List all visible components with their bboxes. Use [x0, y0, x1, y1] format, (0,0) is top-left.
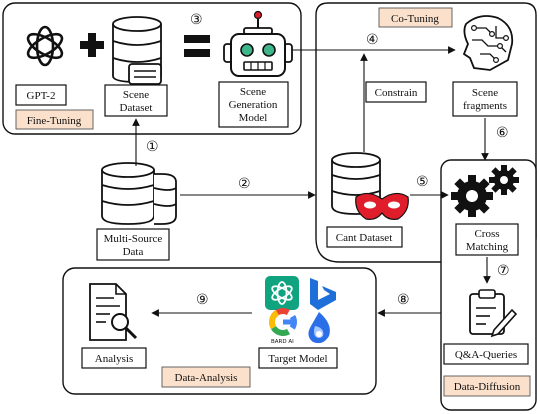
report-search-icon — [89, 283, 138, 341]
clipboard-icon — [469, 289, 518, 338]
scene-generation-model-box — [218, 81, 289, 128]
scene-gen-line2: Generation — [229, 99, 278, 111]
scene-dataset-line2: Dataset — [120, 102, 153, 114]
target-model-box — [258, 347, 338, 369]
chatgpt-icon — [265, 276, 299, 310]
co-tuning-tag — [378, 7, 453, 28]
bing-icon — [310, 278, 336, 310]
multi-source-box — [96, 228, 170, 261]
step-4-label: ④ — [366, 32, 379, 48]
data-analysis-label: Data-Analysis — [175, 372, 238, 384]
fine-tuning-label: Fine-Tuning — [27, 115, 82, 127]
constrain-label: Constrain — [375, 87, 418, 99]
analysis-box — [81, 347, 147, 369]
cross-matching-line2: Matching — [466, 241, 509, 253]
step-2-label: ② — [238, 176, 251, 192]
analysis-label: Analysis — [95, 353, 134, 365]
scene-fragments-line1: Scene — [472, 87, 498, 99]
step-3-label: ③ — [190, 12, 203, 28]
scene-fragments-box — [452, 81, 518, 117]
constrain-box — [365, 81, 427, 103]
step-9-label: ⑨ — [196, 292, 209, 308]
target-model-label: Target Model — [268, 353, 327, 365]
ernie-bot-icon — [308, 312, 330, 344]
step-7-label: ⑦ — [497, 263, 510, 279]
multi-source-database-icon — [101, 162, 177, 225]
step-6-label: ⑥ — [496, 125, 509, 141]
mask-icon — [355, 192, 409, 220]
cant-dataset-label: Cant Dataset — [336, 232, 393, 244]
qa-queries-label: Q&A-Queries — [455, 349, 517, 361]
scene-dataset-box — [104, 84, 168, 117]
qa-queries-box — [443, 343, 529, 365]
circuit-head-icon — [462, 15, 514, 71]
data-diffusion-label: Data-Diffusion — [454, 381, 521, 393]
cant-dataset-box — [326, 226, 403, 248]
database-icon — [112, 16, 162, 85]
step-5-label: ⑤ — [416, 174, 429, 190]
cross-matching-line1: Cross — [474, 228, 499, 240]
scene-dataset-line1: Scene — [123, 89, 149, 101]
scene-fragments-line2: fragments — [463, 100, 507, 112]
robot-icon — [223, 10, 293, 77]
data-analysis-tag — [161, 366, 251, 388]
step-8-label: ⑧ — [397, 292, 410, 308]
gears-icon — [451, 165, 519, 217]
multi-source-line2: Data — [123, 246, 144, 258]
equals-icon — [184, 35, 210, 57]
cross-matching-box — [455, 223, 519, 256]
bard-ai-label: BARD AI — [271, 339, 294, 345]
gpt2-label: GPT-2 — [27, 90, 56, 102]
plus-icon — [80, 33, 104, 57]
step-1-label: ① — [146, 139, 159, 155]
scene-gen-line3: Model — [239, 112, 268, 124]
scene-gen-line1: Scene — [240, 86, 266, 98]
multi-source-line1: Multi-Source — [104, 233, 163, 245]
gpt2-box — [15, 84, 67, 106]
data-diffusion-tag — [443, 375, 531, 397]
fine-tuning-tag — [15, 109, 94, 130]
co-tuning-label: Co-Tuning — [391, 13, 439, 25]
